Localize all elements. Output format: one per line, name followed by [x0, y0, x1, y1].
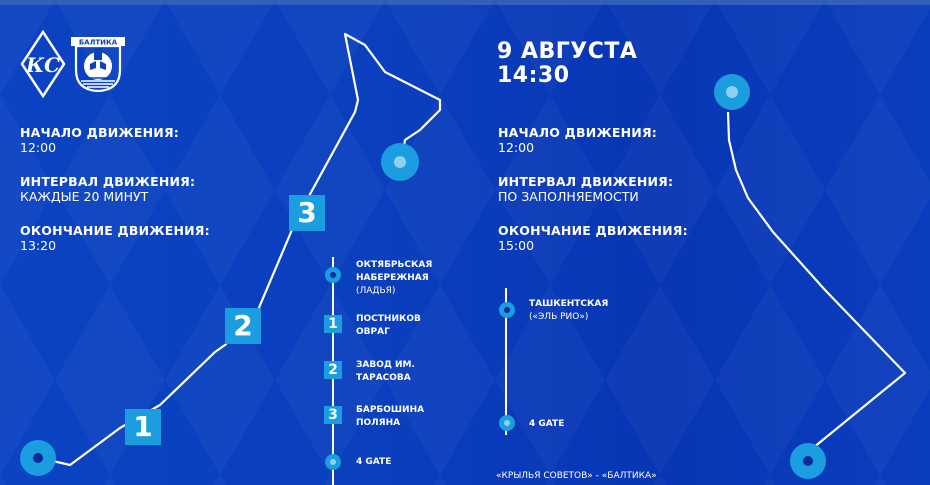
stop-name-line2: НАБЕРЕЖНАЯ — [356, 273, 429, 283]
left-route-line — [39, 32, 442, 467]
route-badge-2: 2 — [225, 308, 261, 344]
left-start-block: НАЧАЛО ДВИЖЕНИЯ: 12:00 — [20, 125, 179, 156]
krylia-sovetov-logo-icon: КС — [20, 30, 66, 98]
stop-name-line1: 4 GATE — [356, 457, 392, 467]
left-end-label: ОКОНЧАНИЕ ДВИЖЕНИЯ: — [20, 223, 210, 238]
stop-postnikov-ovrag: ПОСТНИКОВ ОВРАГ — [356, 313, 421, 339]
right-start-label: НАЧАЛО ДВИЖЕНИЯ: — [498, 125, 657, 140]
timeline-badge-3: 3 — [324, 406, 342, 424]
svg-text:КС: КС — [25, 53, 60, 77]
route-badge-3: 3 — [289, 195, 325, 231]
left-end-value: 13:20 — [20, 238, 57, 253]
left-timeline-end-dot — [325, 454, 341, 470]
stop-tashkentskaya: ТАШКЕНТСКАЯ («ЭЛЬ РИО») — [529, 298, 608, 324]
right-timeline-start-dot — [499, 302, 515, 318]
stop-name-line2: ПОЛЯНА — [356, 418, 401, 428]
right-end-value: 15:00 — [498, 238, 535, 253]
match-datetime: 9 АВГУСТА 14:30 — [497, 40, 637, 88]
left-end-block: ОКОНЧАНИЕ ДВИЖЕНИЯ: 13:20 — [20, 223, 210, 254]
stop-name-line2: ТАРАСОВА — [356, 373, 411, 383]
left-interval-block: ИНТЕРВАЛ ДВИЖЕНИЯ: КАЖДЫЕ 20 МИНУТ — [20, 174, 195, 205]
match-title: «КРЫЛЬЯ СОВЕТОВ» - «БАЛТИКА» — [496, 471, 657, 481]
left-route-end-dot — [381, 143, 419, 181]
right-end-label: ОКОНЧАНИЕ ДВИЖЕНИЯ: — [498, 223, 688, 238]
timeline-badge-2: 2 — [324, 361, 342, 379]
left-interval-label: ИНТЕРВАЛ ДВИЖЕНИЯ: — [20, 174, 196, 189]
route-badge-1: 1 — [125, 409, 161, 445]
left-start-label: НАЧАЛО ДВИЖЕНИЯ: — [20, 125, 179, 140]
stop-4-gate-right: 4 GATE — [529, 418, 564, 431]
stop-name-line1: ЗАВОД ИМ. — [356, 360, 415, 370]
stop-name-line2: ОВРАГ — [356, 327, 390, 337]
stop-name-line1: ОКТЯБРЬСКАЯ — [356, 260, 433, 270]
timeline-badge-1: 1 — [324, 315, 342, 333]
left-route-start-dot — [20, 440, 56, 476]
stop-oktyabrskaya-naberezhnaya: ОКТЯБРЬСКАЯ НАБЕРЕЖНАЯ (ЛАДЬЯ) — [356, 259, 432, 298]
stop-name-line1: БАРБОШИНА — [356, 405, 425, 415]
right-end-block: ОКОНЧАНИЕ ДВИЖЕНИЯ: 15:00 — [498, 223, 688, 254]
right-interval-block: ИНТЕРВАЛ ДВИЖЕНИЯ: ПО ЗАПОЛНЯЕМОСТИ — [498, 174, 673, 205]
stop-name-line1: ПОСТНИКОВ — [356, 314, 421, 324]
stop-sub: («ЭЛЬ РИО») — [529, 312, 589, 322]
stop-4-gate-left: 4 GATE — [356, 456, 391, 469]
stop-barboshina-polyana: БАРБОШИНА ПОЛЯНА — [356, 404, 424, 430]
right-route-end-dot — [790, 443, 826, 479]
right-interval-label: ИНТЕРВАЛ ДВИЖЕНИЯ: — [498, 174, 674, 189]
right-route-line — [726, 111, 907, 453]
stop-name-line1: 4 GATE — [529, 419, 565, 429]
left-timeline-start-dot — [325, 267, 341, 283]
right-timeline-end-dot — [499, 415, 515, 431]
stop-name-line1: ТАШКЕНТСКАЯ — [529, 299, 609, 309]
stop-sub: (ЛАДЬЯ) — [356, 286, 396, 296]
baltika-logo-icon: БАЛТИКА — [71, 37, 125, 92]
left-interval-value: КАЖДЫЕ 20 МИНУТ — [20, 189, 149, 204]
right-start-block: НАЧАЛО ДВИЖЕНИЯ: 12:00 — [498, 125, 657, 156]
right-start-value: 12:00 — [498, 140, 535, 155]
svg-text:БАЛТИКА: БАЛТИКА — [79, 39, 118, 47]
stop-zavod-tarasova: ЗАВОД ИМ. ТАРАСОВА — [356, 359, 415, 385]
left-start-value: 12:00 — [20, 140, 57, 155]
match-time: 14:30 — [497, 63, 570, 88]
right-route-start-dot — [714, 74, 750, 110]
match-date: 9 АВГУСТА — [497, 39, 638, 64]
right-interval-value: ПО ЗАПОЛНЯЕМОСТИ — [498, 189, 639, 204]
top-strip — [0, 0, 930, 5]
